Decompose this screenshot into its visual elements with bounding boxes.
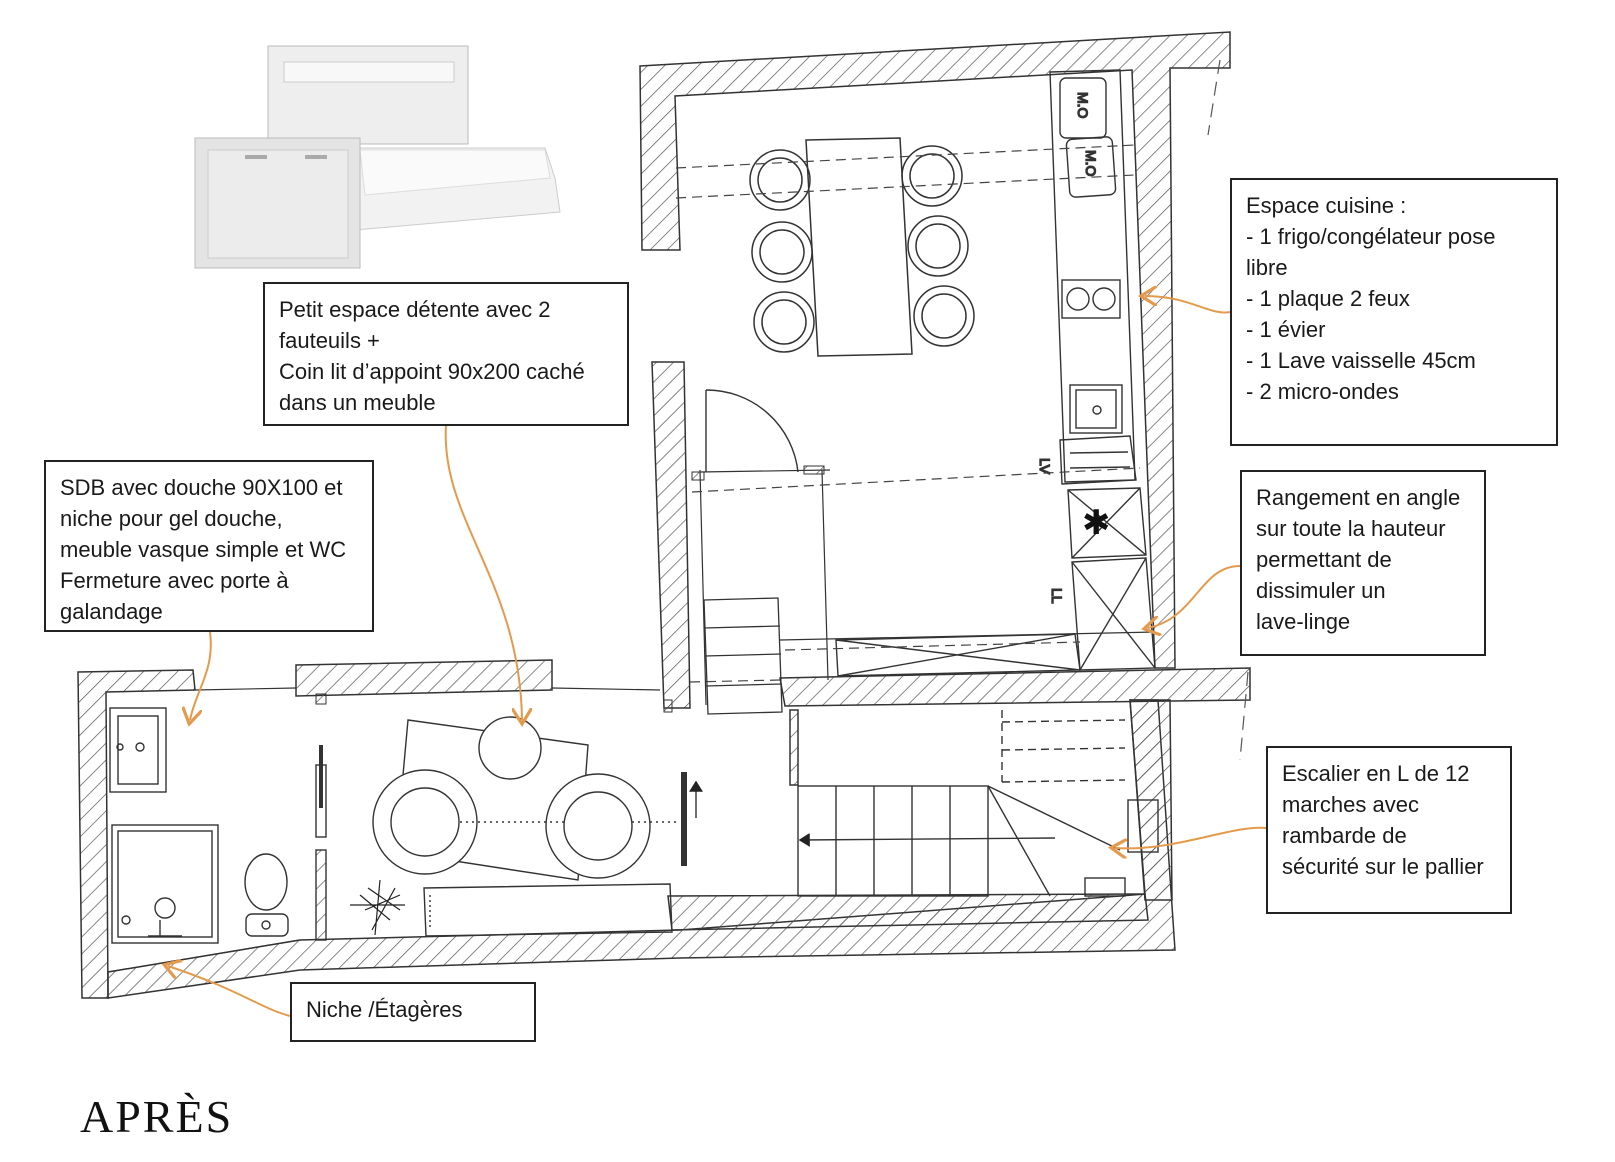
callout-rangement-line: Rangement en angle	[1256, 485, 1461, 510]
dining-table	[749, 137, 975, 357]
callout-cuisine-line: - 1 évier	[1246, 317, 1326, 342]
callout-cuisine-line: - 2 micro-ondes	[1246, 379, 1399, 404]
microwave-label-2: M.O	[1083, 150, 1099, 177]
callout-rangement: Rangement en angle sur toute la hauteur …	[1240, 470, 1486, 656]
arrow-sdb	[190, 631, 212, 720]
dishwasher-label: LV	[1037, 458, 1053, 475]
callout-arrows	[168, 296, 1267, 1017]
kitchen: M.O M.O LV LL	[835, 69, 1156, 677]
callout-cuisine-line: - 1 plaque 2 feux	[1246, 286, 1410, 311]
callout-rangement-line: lave-linge	[1256, 609, 1351, 634]
wall-bed-illustration	[194, 45, 561, 269]
arrow-niche	[168, 966, 291, 1017]
walls	[77, 31, 1251, 999]
arrow-escalier	[1115, 826, 1267, 849]
arrow-rangement	[1148, 565, 1241, 628]
callout-niche: Niche /Étagères	[290, 982, 536, 1042]
plan-title: APRÈS	[80, 1091, 234, 1142]
callout-cuisine-line: Espace cuisine :	[1246, 193, 1407, 218]
callout-detente-line: Petit espace détente avec 2	[279, 297, 551, 322]
callout-cuisine-line: libre	[1246, 255, 1288, 280]
washer-label: LL	[1049, 588, 1065, 604]
callout-detente-line: Coin lit d’appoint 90x200 caché	[279, 359, 585, 384]
arrow-detente	[444, 424, 522, 720]
callout-cuisine-line: - 1 Lave vaisselle 45cm	[1246, 348, 1476, 373]
arrow-cuisine	[1145, 296, 1231, 314]
callout-sdb-line: Fermeture avec porte à	[60, 568, 289, 593]
callout-cuisine-line: - 1 frigo/congélateur pose	[1246, 224, 1496, 249]
callout-sdb: SDB avec douche 90X100 et niche pour gel…	[44, 460, 374, 632]
callout-sdb-line: niche pour gel douche,	[60, 506, 283, 531]
microwave-label-1: M.O	[1075, 92, 1091, 119]
bathroom	[109, 707, 327, 944]
callout-niche-line: Niche /Étagères	[306, 997, 463, 1022]
callout-detente: Petit espace détente avec 2 fauteuils + …	[263, 282, 629, 426]
callout-sdb-line: galandage	[60, 599, 163, 624]
callout-detente-line: dans un meuble	[279, 390, 436, 415]
callout-sdb-line: SDB avec douche 90X100 et	[60, 475, 343, 500]
plant-icon	[350, 879, 405, 936]
callout-rangement-line: permettant de	[1256, 547, 1392, 572]
exterior-dashes	[1207, 59, 1249, 761]
callout-escalier-line: Escalier en L de 12	[1282, 761, 1470, 786]
callout-cuisine: Espace cuisine : - 1 frigo/congélateur p…	[1230, 178, 1558, 446]
wall-marks	[315, 465, 825, 713]
callout-escalier-line: marches avec	[1282, 792, 1419, 817]
callout-detente-line: fauteuils +	[279, 328, 380, 353]
callout-sdb-line: meuble vasque simple et WC	[60, 537, 347, 562]
living-area	[372, 716, 703, 937]
asterisk-icon: ✱	[1082, 503, 1111, 543]
staircase	[797, 710, 1159, 897]
callout-escalier: Escalier en L de 12 marches avec rambard…	[1266, 746, 1512, 914]
door	[705, 389, 799, 473]
callout-rangement-line: dissimuler un	[1256, 578, 1386, 603]
dashed-lines	[675, 144, 1141, 683]
kitchen-steps	[703, 597, 783, 715]
callout-escalier-line: rambarde de	[1282, 823, 1407, 848]
callout-escalier-line: sécurité sur le pallier	[1282, 854, 1484, 879]
callout-rangement-line: sur toute la hauteur	[1256, 516, 1446, 541]
